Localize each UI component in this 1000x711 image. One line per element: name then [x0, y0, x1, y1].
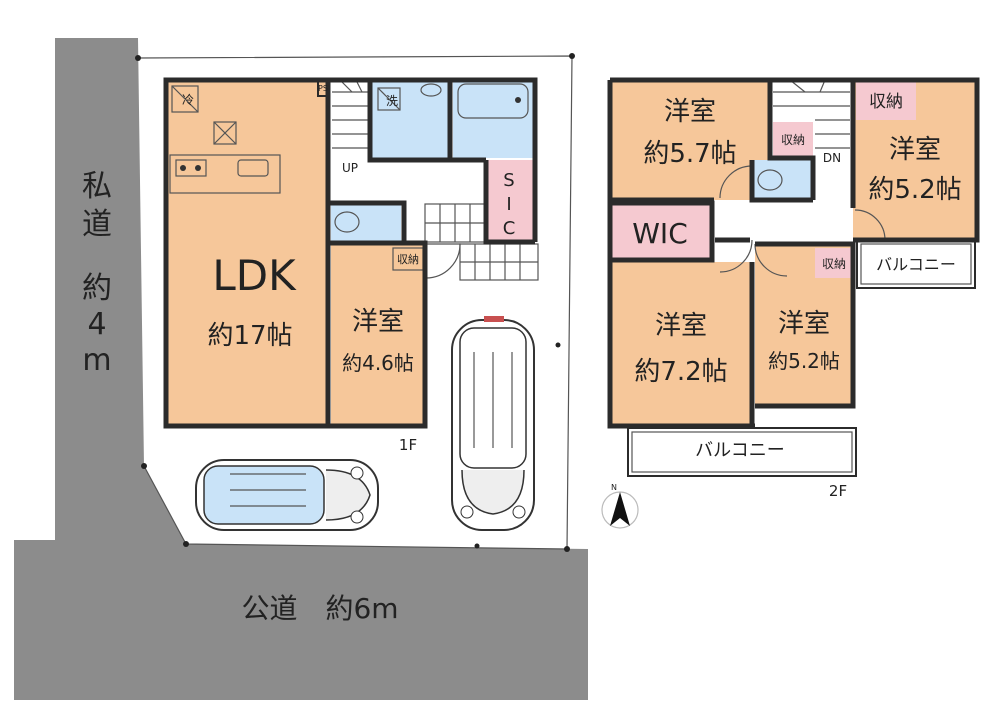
sic-char-2: I — [506, 194, 511, 215]
private-road-label: 私 道 約 4 m — [82, 169, 112, 378]
stairs-dn-label: DN — [823, 151, 841, 165]
private-road — [14, 38, 588, 700]
room-a-size: 約5.7帖 — [643, 139, 736, 169]
toilet-1f — [331, 205, 401, 241]
wic — [610, 203, 710, 260]
wash-room — [372, 80, 450, 158]
private-road-char-4: 4 — [87, 307, 106, 342]
public-road-label: 公道 約6m — [241, 592, 398, 625]
storage-a-label: 収納 — [781, 133, 805, 147]
ldk-name: LDK — [212, 251, 297, 300]
balcony-right-label: バルコニー — [876, 255, 956, 274]
private-road-char-3: 約 — [82, 271, 112, 306]
fridge-label: 冷 — [182, 93, 194, 107]
room-b-name: 洋室 — [889, 135, 941, 165]
entrance-tiles — [424, 203, 539, 281]
sic-closet — [486, 160, 533, 242]
room-c-2f — [610, 262, 752, 426]
car-vertical — [451, 316, 535, 531]
ldk-size: 約17帖 — [207, 321, 292, 351]
stairs-up-label: UP — [342, 161, 358, 175]
north-arrow-icon — [610, 492, 630, 526]
bath-room — [453, 80, 533, 158]
sic-char-1: S — [503, 170, 514, 191]
wic-label: WIC — [632, 217, 688, 250]
private-road-char-5: m — [82, 343, 111, 378]
stairs-1f — [332, 79, 370, 149]
svg-text:PS: PS — [318, 84, 328, 93]
balcony-bottom-label: バルコニー — [695, 440, 785, 461]
western-1f-size: 約4.6帖 — [342, 351, 414, 375]
washer-label: 洗 — [386, 94, 398, 108]
private-road-char-2: 道 — [82, 207, 112, 242]
private-road-char-1: 私 — [82, 169, 112, 204]
kitchen-counter — [169, 154, 281, 194]
room-d-size: 約5.2帖 — [768, 349, 840, 373]
compass-label: N — [611, 483, 617, 492]
room-c-name: 洋室 — [655, 311, 707, 341]
walls-2f — [610, 77, 980, 243]
sic-char-3: C — [503, 218, 516, 239]
storage-c-label: 収納 — [822, 257, 846, 271]
compass: N — [601, 483, 639, 529]
car-horizontal — [195, 459, 379, 531]
range-hood — [213, 121, 237, 145]
room-d-name: 洋室 — [778, 309, 830, 339]
fridge-box — [171, 85, 199, 113]
floor2-label: 2F — [829, 482, 847, 500]
room-ldk — [166, 80, 328, 426]
floor1: 冷 LDK 約17帖 洋室 約4.6帖 収納 洗 S I C — [163, 77, 539, 454]
stairs-2f — [773, 79, 850, 149]
room-western-1f — [331, 245, 425, 426]
storage-c-2f — [815, 248, 853, 278]
room-b-size: 約5.2帖 — [868, 175, 961, 205]
storage-b-label: 収納 — [869, 92, 903, 112]
western-1f-name: 洋室 — [352, 307, 404, 337]
floor2: バルコニー バルコニー 洋室 約5.7帖 洋室 約5.2帖 洋室 約7.2帖 洋… — [607, 77, 980, 500]
room-a-2f — [610, 80, 770, 200]
storage-b-2f — [856, 82, 916, 120]
room-a-name: 洋室 — [664, 97, 716, 127]
storage-a-2f — [773, 122, 813, 156]
storage-1f-label: 収納 — [397, 253, 419, 266]
room-c-size: 約7.2帖 — [634, 357, 727, 387]
floor1-label: 1F — [399, 436, 417, 454]
